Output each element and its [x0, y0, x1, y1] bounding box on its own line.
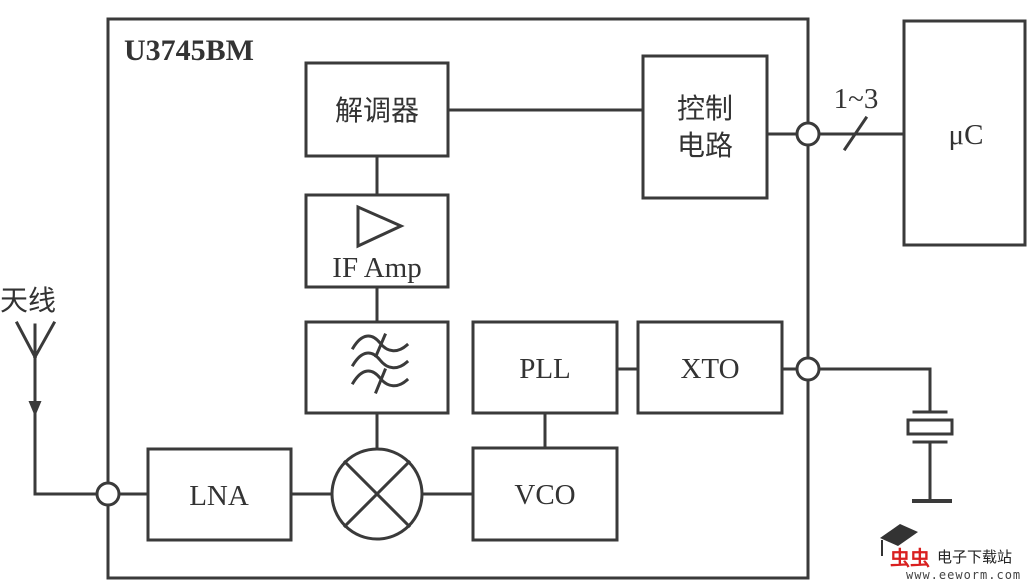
- bus-slash-icon: [842, 115, 869, 152]
- lna-label: LNA: [189, 480, 249, 512]
- demodulator-label: 解调器: [335, 94, 419, 127]
- xto-block: [636, 320, 784, 415]
- antenna-icon: [14, 320, 57, 496]
- xtal-pin-port: [795, 356, 821, 382]
- lna-block: [146, 447, 293, 542]
- logo-bug-icon: 虫虫: [890, 546, 930, 570]
- pll-label: PLL: [519, 353, 571, 385]
- watermark-url: www.eeworm.com: [906, 568, 1021, 582]
- bus-width-label: 1~3: [834, 83, 879, 115]
- if-amp-block: [304, 193, 450, 289]
- chip-outline: [106, 17, 810, 580]
- vco-block: [471, 446, 619, 542]
- filter-block: [304, 320, 450, 415]
- wire-port-crystal: [817, 367, 932, 412]
- control-label-line1: 控制: [677, 92, 733, 125]
- bandpass-filter-icon: [350, 333, 410, 394]
- watermark-site-name: 电子下载站: [937, 549, 1012, 566]
- control-pin-port: [795, 121, 821, 147]
- if-amp-label: IF Amp: [332, 252, 421, 284]
- vco-label: VCO: [514, 479, 575, 511]
- pll-block: [471, 320, 619, 415]
- amplifier-triangle-icon: [356, 204, 405, 249]
- watermark-logo: 虫虫 电子下载站 www.eeworm.com: [880, 524, 1021, 582]
- chip-label: U3745BM: [124, 34, 254, 67]
- graduation-cap-icon: [880, 524, 918, 546]
- antenna-label: 天线: [0, 284, 56, 317]
- microcontroller-label: μC: [949, 119, 984, 151]
- xto-label: XTO: [680, 353, 739, 385]
- control-label-line2: 电路: [677, 129, 733, 162]
- antenna-pin-port: [95, 481, 121, 507]
- mixer-icon: [330, 447, 424, 541]
- crystal-icon: [906, 410, 954, 444]
- control-circuit-block: [641, 54, 769, 200]
- microcontroller-block: [902, 19, 1027, 247]
